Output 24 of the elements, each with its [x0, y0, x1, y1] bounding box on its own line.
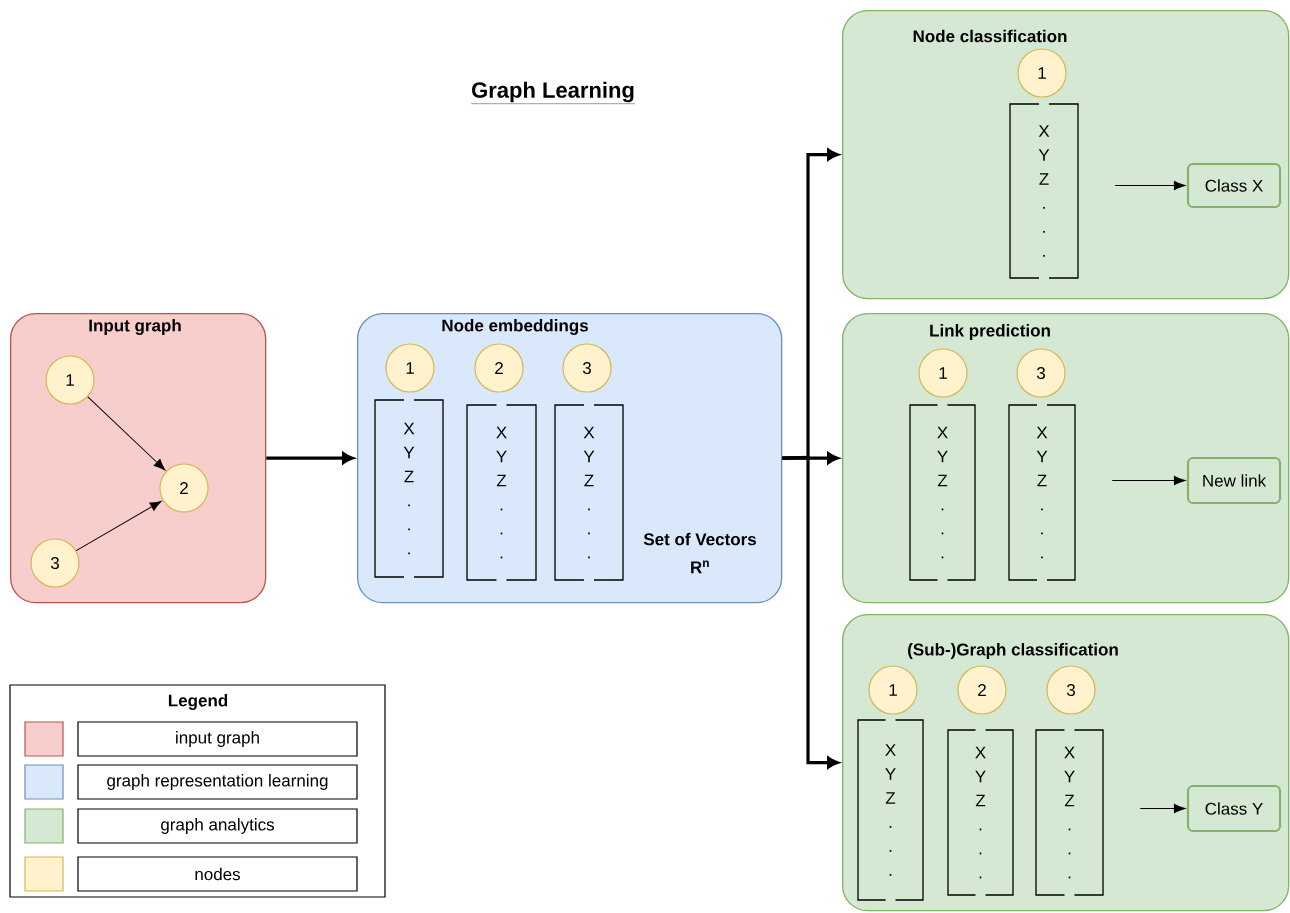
arrow — [1139, 803, 1186, 814]
legend-title: Legend — [168, 694, 228, 710]
vector: X Y Z . . . — [1035, 729, 1104, 896]
vector: X Y Z . . . — [947, 729, 1014, 896]
arrow — [1114, 180, 1186, 191]
legend-label: graph analytics — [77, 808, 358, 844]
vector: X Y Z . . . — [554, 404, 624, 581]
legend-label: nodes — [77, 856, 358, 892]
arrow — [75, 500, 162, 552]
diagram-title: Graph Learning — [470, 81, 636, 104]
arrow — [1111, 475, 1186, 486]
vector: X Y Z . . . — [857, 719, 924, 901]
arrow — [87, 396, 166, 471]
vector: X Y Z . . . — [1009, 103, 1079, 279]
vector: X Y Z . . . — [466, 404, 537, 581]
legend-label: graph representation learning — [77, 764, 358, 800]
legend-label: input graph — [77, 721, 358, 757]
result-box: New link — [1186, 456, 1282, 505]
result-box: Class X — [1186, 162, 1282, 209]
vector: X Y Z . . . — [909, 404, 976, 581]
result-box: Class Y — [1186, 784, 1282, 833]
vector: X Y Z . . . — [1008, 404, 1076, 581]
arrow — [266, 452, 354, 465]
vector: X Y Z . . . — [374, 399, 444, 578]
